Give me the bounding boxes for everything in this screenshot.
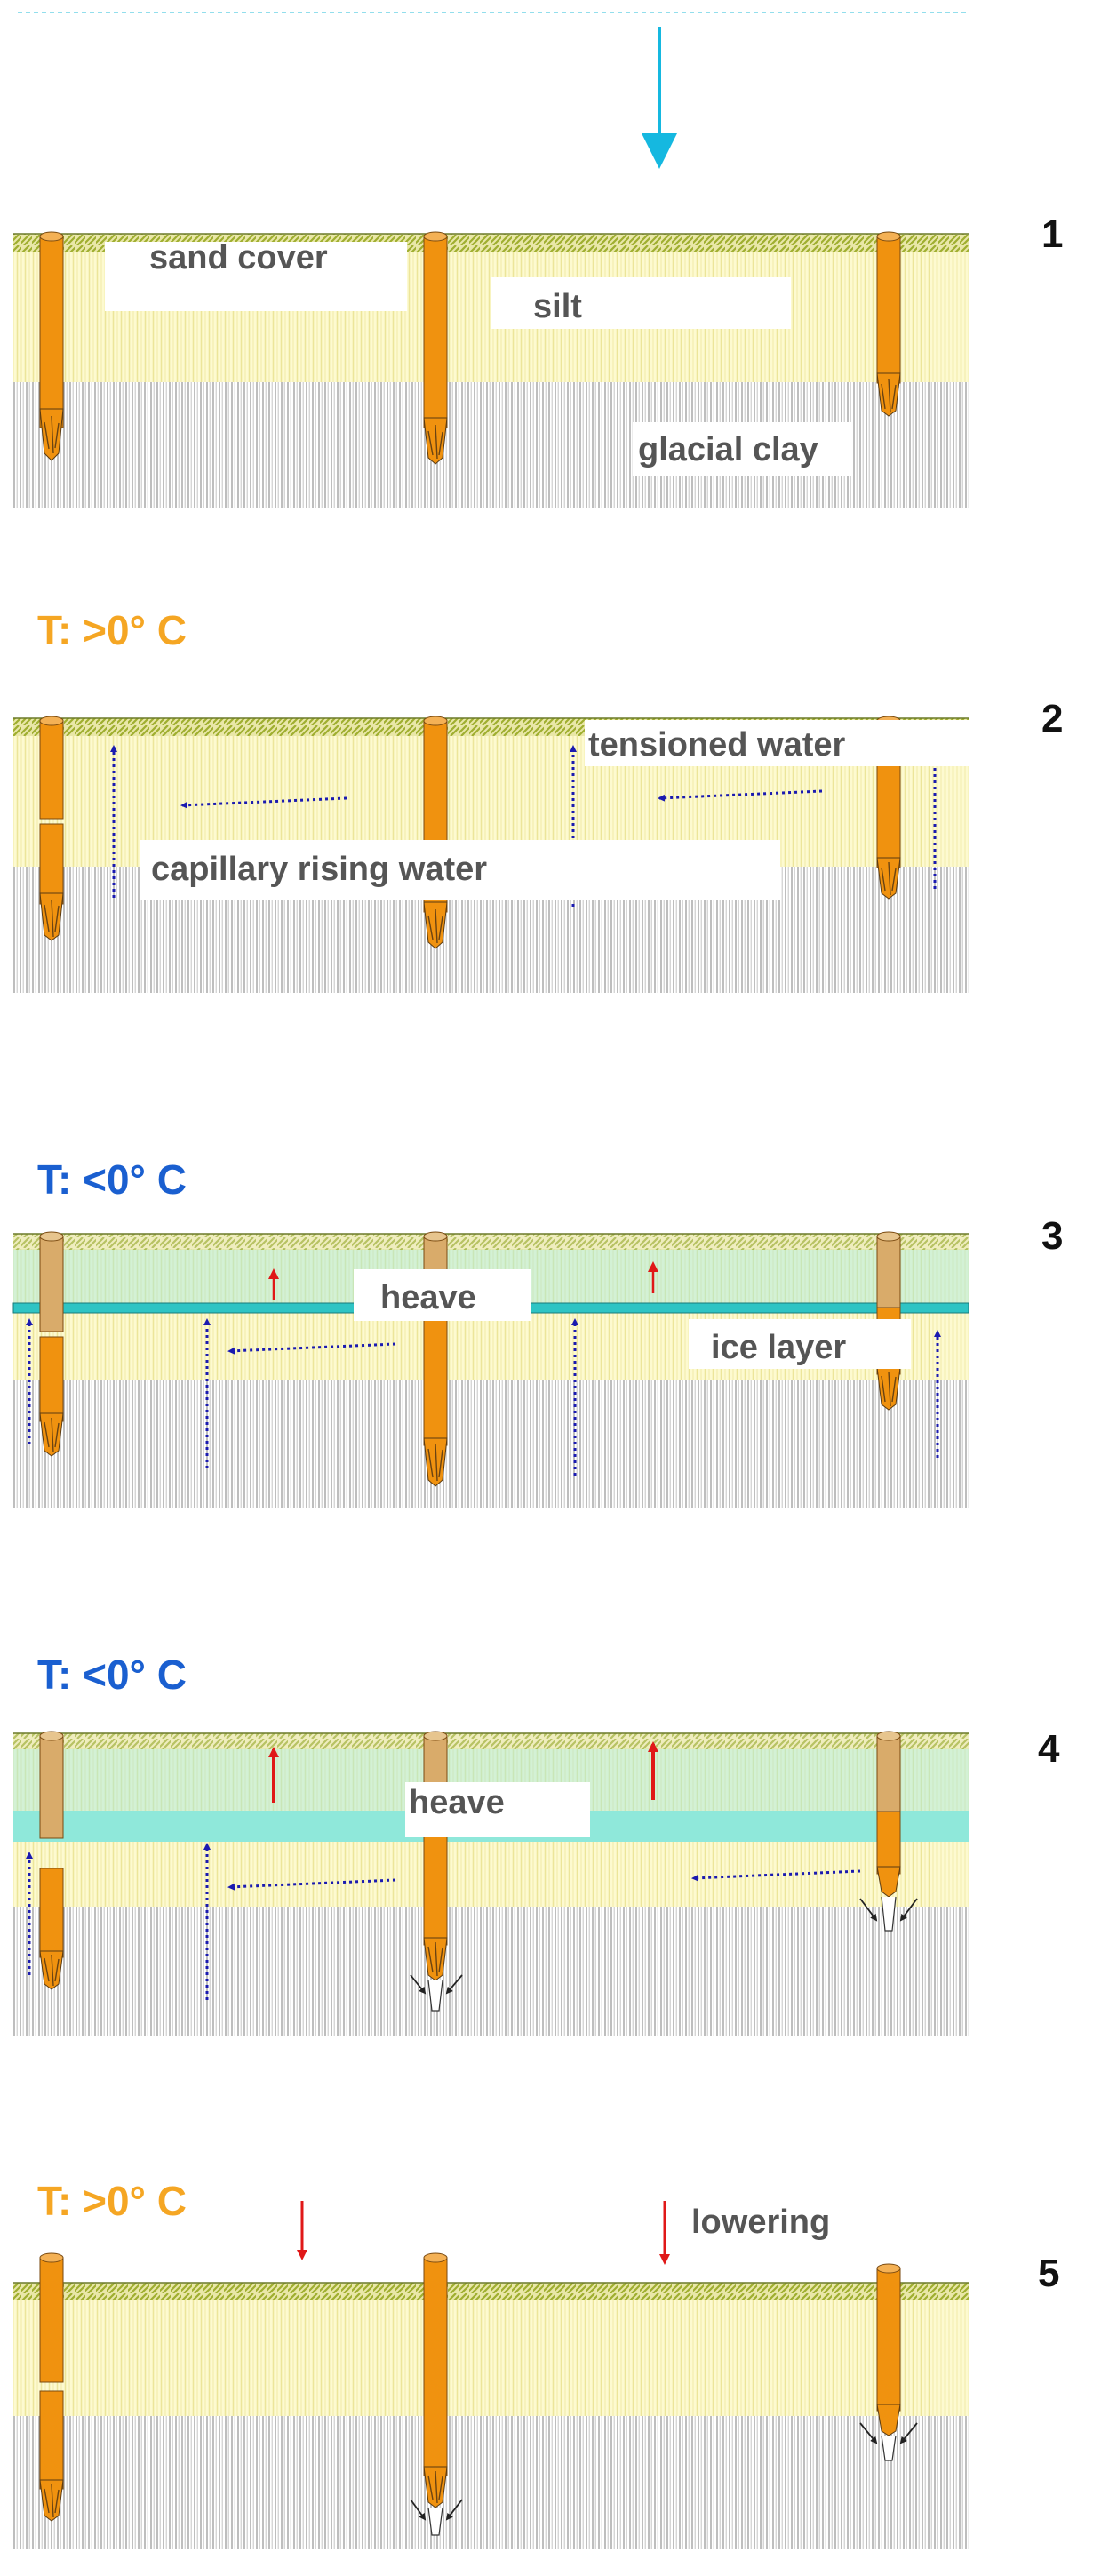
panel-number-3: 3 <box>1041 1214 1063 1258</box>
label-tensioned-water: tensioned water <box>588 726 845 764</box>
grass-surface <box>13 1733 969 1749</box>
panel-3: T: <0° C <box>12 1156 1063 1508</box>
post <box>859 2263 918 2461</box>
label-ice-layer: ice layer <box>711 1329 846 1366</box>
post <box>39 2252 64 2522</box>
panel-number-5: 5 <box>1038 2252 1059 2295</box>
label-heave: heave <box>380 1279 476 1316</box>
panel-4: T: <0° C <box>13 1652 1060 2036</box>
label-heave: heave <box>409 1784 505 1821</box>
label-capillary-rising-water: capillary rising water <box>151 851 487 888</box>
post <box>39 231 64 461</box>
label-glacial-clay: glacial clay <box>638 431 818 468</box>
clay-layer <box>13 1380 969 1508</box>
post <box>423 716 448 949</box>
silt-layer <box>13 2300 969 2416</box>
panel-2: T: >0° C tensione <box>13 607 1063 993</box>
post <box>39 716 64 941</box>
water-flow-arrow <box>227 1342 396 1355</box>
drain-arrow-head <box>642 133 677 169</box>
panel-number-4: 4 <box>1038 1727 1060 1771</box>
grass-surface <box>13 1234 969 1250</box>
water-flow-arrow <box>180 796 347 809</box>
water-flow-arrow <box>658 789 823 802</box>
temperature-label-3: T: <0° C <box>37 1156 187 1203</box>
temperature-label-5: T: >0° C <box>37 2178 187 2224</box>
post <box>410 2252 463 2536</box>
label-sand-cover: sand cover <box>149 239 328 276</box>
post <box>39 1731 64 1990</box>
panel-number-1: 1 <box>1041 212 1063 256</box>
post <box>423 231 448 465</box>
grass-surface <box>13 2283 969 2300</box>
panel-number-2: 2 <box>1041 697 1063 740</box>
temperature-label-2: T: >0° C <box>37 607 187 653</box>
post <box>859 1731 918 1932</box>
panel-1: sand cover silt glacial clay 1 <box>13 212 1063 508</box>
post <box>876 231 901 417</box>
water-flow-arrow <box>227 1878 396 1891</box>
temperature-label-4: T: <0° C <box>37 1652 187 1698</box>
panel-5: T: >0° C <box>13 2178 1059 2549</box>
label-silt: silt <box>533 288 582 325</box>
water-flow-arrow <box>691 1869 861 1882</box>
clay-layer <box>13 2416 969 2549</box>
post <box>39 1231 64 1457</box>
clay-layer <box>13 1907 969 2036</box>
label-lowering: lowering <box>691 2204 830 2241</box>
